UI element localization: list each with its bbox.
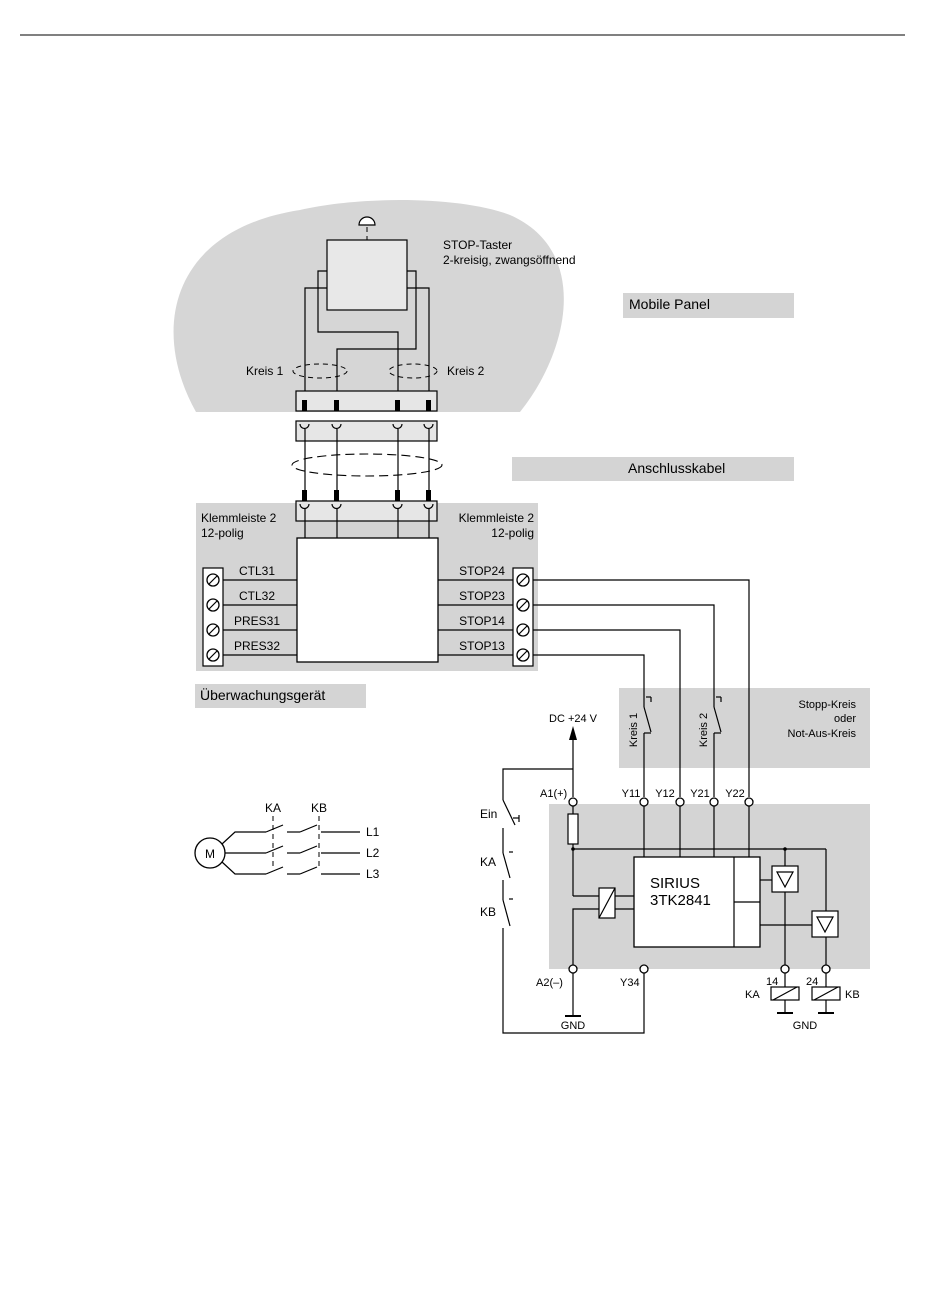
right-terminal-wires (438, 579, 513, 656)
gnd2-label: GND (793, 1020, 818, 1032)
motor-kb-label: KB (311, 801, 327, 815)
right-screw-icons (516, 573, 530, 662)
ka-switch-label: KA (480, 855, 496, 869)
terminal-right-label-2: 12-polig (491, 526, 534, 540)
kb-switch-label: KB (480, 905, 496, 919)
panel-plug (295, 390, 438, 412)
y11-label: Y11 (622, 788, 641, 800)
terminal-pres31: PRES31 (234, 614, 280, 628)
stop-button-label: STOP-Taster (443, 238, 512, 252)
circuit1-label: Kreis 1 (246, 364, 284, 378)
kreis2-vertical-label: Kreis 2 (698, 713, 710, 747)
coil-ka-icon (770, 973, 800, 1014)
terminal-ctl32: CTL32 (239, 589, 275, 603)
gnd-label: GND (561, 1020, 586, 1032)
a2-label: A2(–) (536, 977, 563, 989)
terminal-right-label-1: Klemmleiste 2 (459, 511, 535, 525)
plug-pins (302, 400, 431, 411)
terminal-pres32: PRES32 (234, 639, 280, 653)
control-loop (502, 768, 645, 1034)
connection-cable-box (512, 457, 794, 481)
y21-label: Y21 (690, 788, 710, 800)
left-screw-icons (206, 573, 220, 662)
right-terminal-strip (512, 567, 534, 667)
device-name-1: SIRIUS (650, 875, 700, 892)
terminal-left-label-2: 12-polig (201, 526, 244, 540)
phase-l1-label: L1 (366, 825, 380, 839)
stop-circuit-label-3: Not-Aus-Kreis (788, 728, 857, 740)
stop-circuit-label-2: oder (834, 713, 856, 725)
terminal-stop14: STOP14 (459, 614, 505, 628)
left-terminal-strip (202, 567, 224, 667)
mobile-panel-label: Mobile Panel (629, 296, 710, 312)
y22-label: Y22 (725, 788, 745, 800)
phase-l3-label: L3 (366, 867, 380, 881)
stop-button-icon (326, 216, 408, 311)
left-terminal-wires (223, 579, 297, 656)
motor-circuit (194, 816, 360, 875)
circuit2-label: Kreis 2 (447, 364, 485, 378)
motor-ka-label: KA (265, 801, 281, 815)
stop-circuit-label-1: Stopp-Kreis (799, 699, 857, 711)
y12-label: Y12 (655, 788, 675, 800)
dc-arrow-icon (569, 726, 577, 740)
cable-socket (295, 420, 438, 442)
terminal-stop24: STOP24 (459, 564, 505, 578)
coil-kb-icon (811, 973, 841, 1014)
terminal-stop23: STOP23 (459, 589, 505, 603)
coil-kb-label: KB (845, 989, 860, 1001)
terminal-ctl31: CTL31 (239, 564, 275, 578)
kreis1-vertical-label: Kreis 1 (628, 713, 640, 747)
stop-wires (533, 579, 750, 797)
monitoring-device-label: Überwachungsgerät (200, 686, 325, 703)
coil-ka-label: KA (745, 989, 760, 1001)
device-socket-contacts (299, 503, 434, 538)
y-terminals (639, 797, 754, 857)
socket-contacts (299, 423, 434, 430)
output-contacts (760, 847, 839, 965)
connection-cable-label: Anschlusskabel (628, 460, 725, 476)
terminal-stop13: STOP13 (459, 639, 505, 653)
device-name-2: 3TK2841 (650, 892, 711, 909)
connection-cable-wires (291, 429, 443, 501)
out24-label: 24 (806, 976, 818, 988)
ein-label: Ein (480, 807, 497, 821)
a1-terminal (568, 797, 578, 807)
motor-label: M (205, 847, 215, 861)
terminal-block-body (296, 537, 439, 663)
stop-button-desc: 2-kreisig, zwangsöffnend (443, 253, 576, 267)
circuit-bundles (292, 363, 438, 379)
phase-l2-label: L2 (366, 846, 380, 860)
y34-label: Y34 (620, 977, 640, 989)
a1-label: A1(+) (540, 788, 567, 800)
device-socket (295, 500, 438, 522)
monitoring-device-box (195, 684, 366, 708)
terminal-left-label-1: Klemmleiste 2 (201, 511, 277, 525)
fuse-icon (567, 813, 579, 845)
mobile-panel-box (623, 293, 794, 318)
out14-label: 14 (766, 976, 778, 988)
dc-supply-label: DC +24 V (549, 713, 598, 725)
stop-circuit-area (619, 688, 870, 768)
